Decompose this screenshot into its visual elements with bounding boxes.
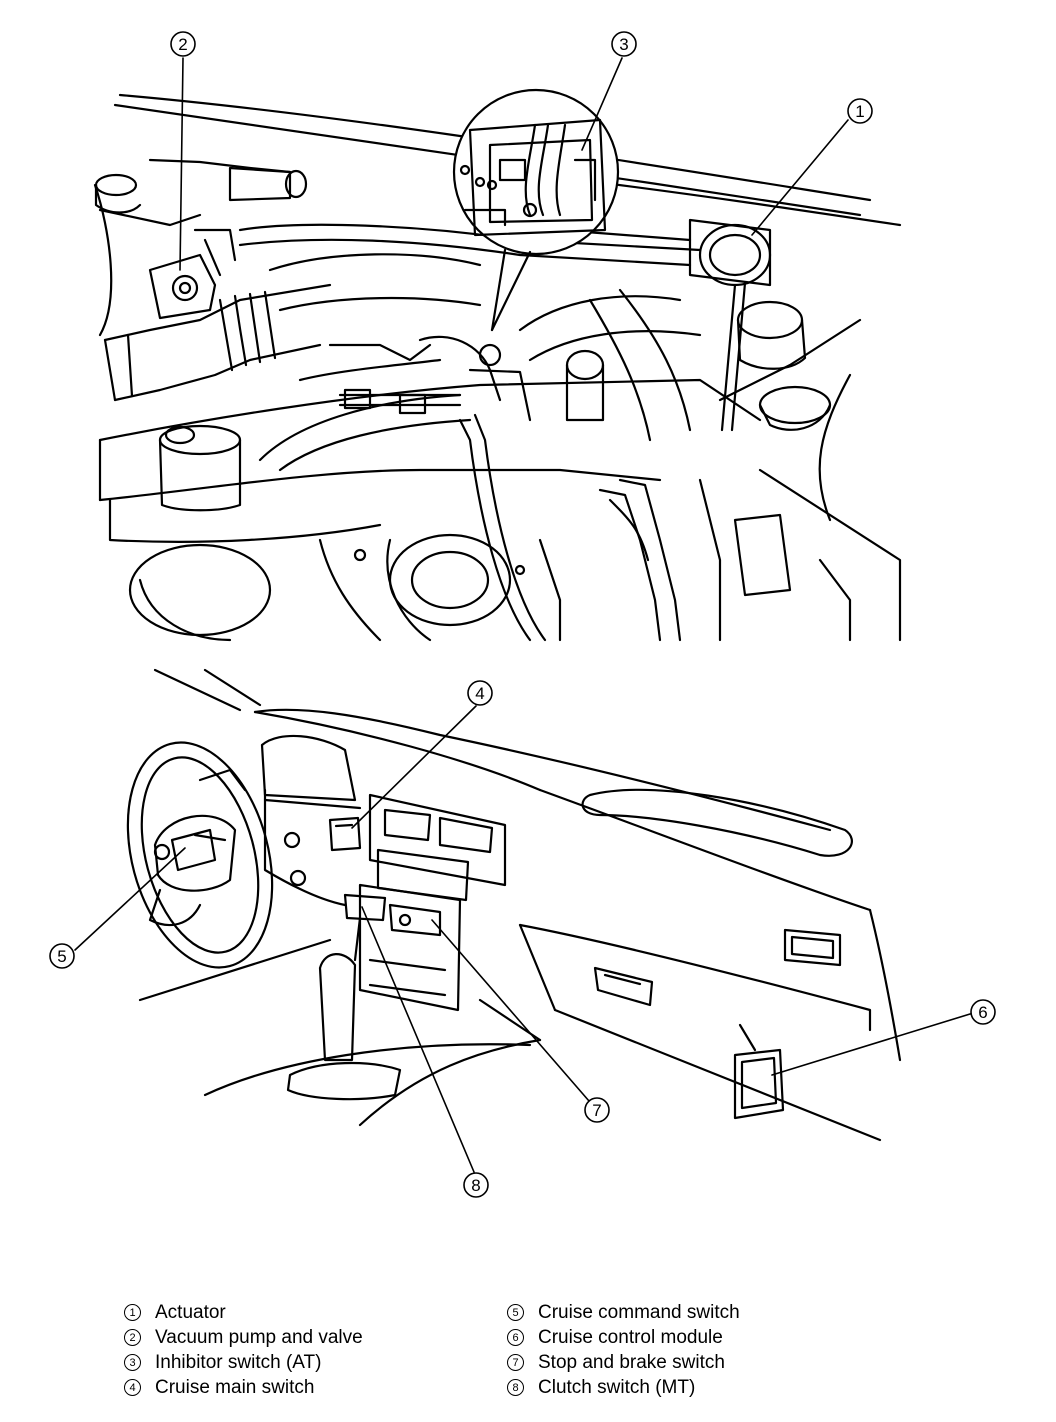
callout-8: 8 <box>463 1172 489 1198</box>
legend-number: 8 <box>507 1379 524 1396</box>
callout-4: 4 <box>467 680 493 706</box>
callout-leaders <box>74 57 971 1173</box>
legend-label: Actuator <box>155 1301 226 1323</box>
callout-6-label: 6 <box>978 1003 987 1022</box>
callout-3-label: 3 <box>619 35 628 54</box>
callout-7: 7 <box>584 1097 610 1123</box>
legend-number: 5 <box>507 1304 524 1321</box>
engine-bay-illustration <box>93 93 902 642</box>
legend-item: 4 Cruise main switch <box>120 1375 503 1400</box>
legend-number: 7 <box>507 1354 524 1371</box>
callout-5-label: 5 <box>57 947 66 966</box>
callout-6: 6 <box>970 999 996 1025</box>
legend-label: Vacuum pump and valve <box>155 1326 363 1348</box>
legend-number: 3 <box>124 1354 141 1371</box>
callout-3: 3 <box>611 31 637 57</box>
legend-label: Cruise command switch <box>538 1301 740 1323</box>
inhibitor-switch-inset <box>452 88 620 332</box>
legend-label: Inhibitor switch (AT) <box>155 1351 322 1373</box>
legend-label: Stop and brake switch <box>538 1351 725 1373</box>
callout-1-label: 1 <box>855 102 864 121</box>
legend-number: 2 <box>124 1329 141 1346</box>
callout-8-label: 8 <box>471 1176 480 1195</box>
legend-label: Cruise main switch <box>155 1376 315 1398</box>
callout-7-label: 7 <box>592 1101 601 1120</box>
legend-number: 4 <box>124 1379 141 1396</box>
legend-item: 8 Clutch switch (MT) <box>503 1375 923 1400</box>
legend-item: 1 Actuator <box>120 1300 503 1325</box>
legend-item: 7 Stop and brake switch <box>503 1350 923 1375</box>
callout-1: 1 <box>847 98 873 124</box>
legend-item: 3 Inhibitor switch (AT) <box>120 1350 503 1375</box>
callout-2: 2 <box>170 31 196 57</box>
legend-item: 2 Vacuum pump and valve <box>120 1325 503 1350</box>
callout-5: 5 <box>49 943 75 969</box>
legend-number: 6 <box>507 1329 524 1346</box>
legend-item: 6 Cruise control module <box>503 1325 923 1350</box>
callout-4-label: 4 <box>475 684 484 703</box>
legend-item: 5 Cruise command switch <box>503 1300 923 1325</box>
dashboard-illustration <box>126 668 902 1142</box>
component-legend: 1 Actuator 5 Cruise command switch 2 Vac… <box>120 1300 940 1400</box>
legend-number: 1 <box>124 1304 141 1321</box>
callout-2-label: 2 <box>178 35 187 54</box>
legend-label: Clutch switch (MT) <box>538 1376 696 1398</box>
legend-label: Cruise control module <box>538 1326 723 1348</box>
